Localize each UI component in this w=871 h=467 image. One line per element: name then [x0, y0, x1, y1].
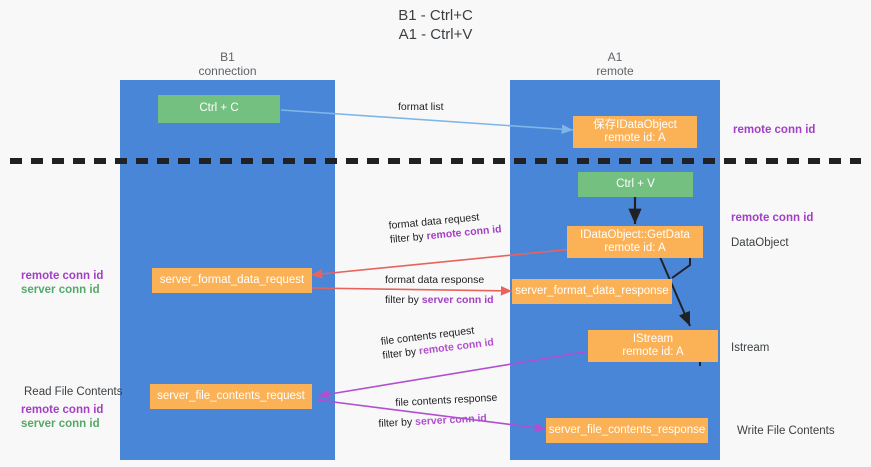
annotation-right-remote-conn-id-top: remote conn id	[733, 124, 816, 136]
box-server-file-contents-response-label: server_file_contents_response	[548, 423, 706, 436]
edge-label-format-data-response: format data response filter by server co…	[385, 273, 494, 307]
box-server-file-contents-request[interactable]: server_file_contents_request	[150, 384, 312, 409]
filter-prefix: filter by	[378, 416, 416, 430]
filter-key: server conn id	[414, 412, 488, 429]
filter-key: server conn id	[421, 294, 494, 306]
box-server-format-data-request-label: server_format_data_request	[159, 273, 305, 286]
box-server-file-contents-response[interactable]: server_file_contents_response	[546, 418, 708, 443]
box-idataobject-top[interactable]: 保存IDataObject remote id: A	[573, 116, 697, 148]
column-header-a1-name: A1	[607, 50, 623, 64]
edge-label-file-contents-request: file contents request filter by remote c…	[380, 321, 495, 362]
annotation-left-remote-conn-id-bottom: remote conn id	[21, 404, 104, 416]
edge-label-format-data-response-title: format data response	[385, 274, 485, 286]
column-header-a1: A1 remote	[510, 50, 720, 78]
filter-prefix: filter by	[381, 345, 420, 362]
column-header-b1: B1 connection	[120, 50, 335, 78]
filter-prefix: filter by	[389, 230, 428, 246]
box-idataobject-top-line2: remote id: A	[604, 132, 666, 144]
box-istream-line2: remote id: A	[622, 346, 684, 358]
box-server-file-contents-request-label: server_file_contents_request	[157, 389, 305, 402]
box-idataobject-getdata[interactable]: IDataObject::GetData remote id: A	[567, 226, 703, 258]
box-server-format-data-response[interactable]: server_format_data_response	[512, 279, 672, 304]
box-idataobject-top-line1: 保存IDataObject	[593, 118, 677, 131]
title-line-2: A1 - Ctrl+V	[398, 26, 473, 43]
box-ctrl-v[interactable]: Ctrl + V	[578, 172, 693, 197]
annotation-right-istream: Istream	[731, 342, 770, 354]
annotation-left-read-file-contents: Read File Contents	[24, 386, 123, 398]
annotation-right-write-file-contents: Write File Contents	[737, 425, 835, 437]
column-header-b1-role: connection	[198, 64, 257, 78]
annotation-right-dataobject: DataObject	[731, 237, 789, 249]
box-ctrl-v-label: Ctrl + V	[616, 177, 655, 190]
edge-label-format-list: format list	[398, 101, 444, 113]
edge-label-file-contents-response-filter: filter by server conn id	[378, 411, 499, 431]
column-header-b1-name: B1	[220, 50, 235, 64]
box-server-format-data-request[interactable]: server_format_data_request	[152, 268, 312, 293]
box-server-format-data-response-label: server_format_data_response	[515, 284, 669, 297]
annotation-left-server-conn-id-bottom: server conn id	[21, 418, 100, 430]
annotation-right-remote-conn-id-mid: remote conn id	[731, 212, 814, 224]
page-title: B1 - Ctrl+C A1 - Ctrl+V	[0, 6, 871, 44]
edge-label-file-contents-response: file contents response filter by server …	[377, 391, 499, 431]
annotation-left-remote-conn-id-mid: remote conn id	[21, 270, 104, 282]
box-ctrl-c[interactable]: Ctrl + C	[158, 95, 280, 123]
column-header-a1-role: remote	[596, 64, 634, 78]
box-idataobject-getdata-line2: remote id: A	[604, 242, 666, 254]
edge-label-file-contents-response-title: file contents response	[395, 391, 498, 410]
edge-label-format-data-response-filter: filter by server conn id	[385, 293, 494, 307]
filter-prefix: filter by	[385, 294, 422, 306]
title-line-1: B1 - Ctrl+C	[398, 7, 473, 24]
edge-label-format-data-request: format data request filter by remote con…	[388, 208, 502, 247]
box-istream[interactable]: IStream remote id: A	[588, 330, 718, 362]
box-istream-line1: IStream	[632, 332, 674, 345]
annotation-left-server-conn-id-mid: server conn id	[21, 284, 100, 296]
box-idataobject-getdata-line1: IDataObject::GetData	[580, 228, 690, 241]
box-ctrl-c-label: Ctrl + C	[199, 102, 239, 115]
